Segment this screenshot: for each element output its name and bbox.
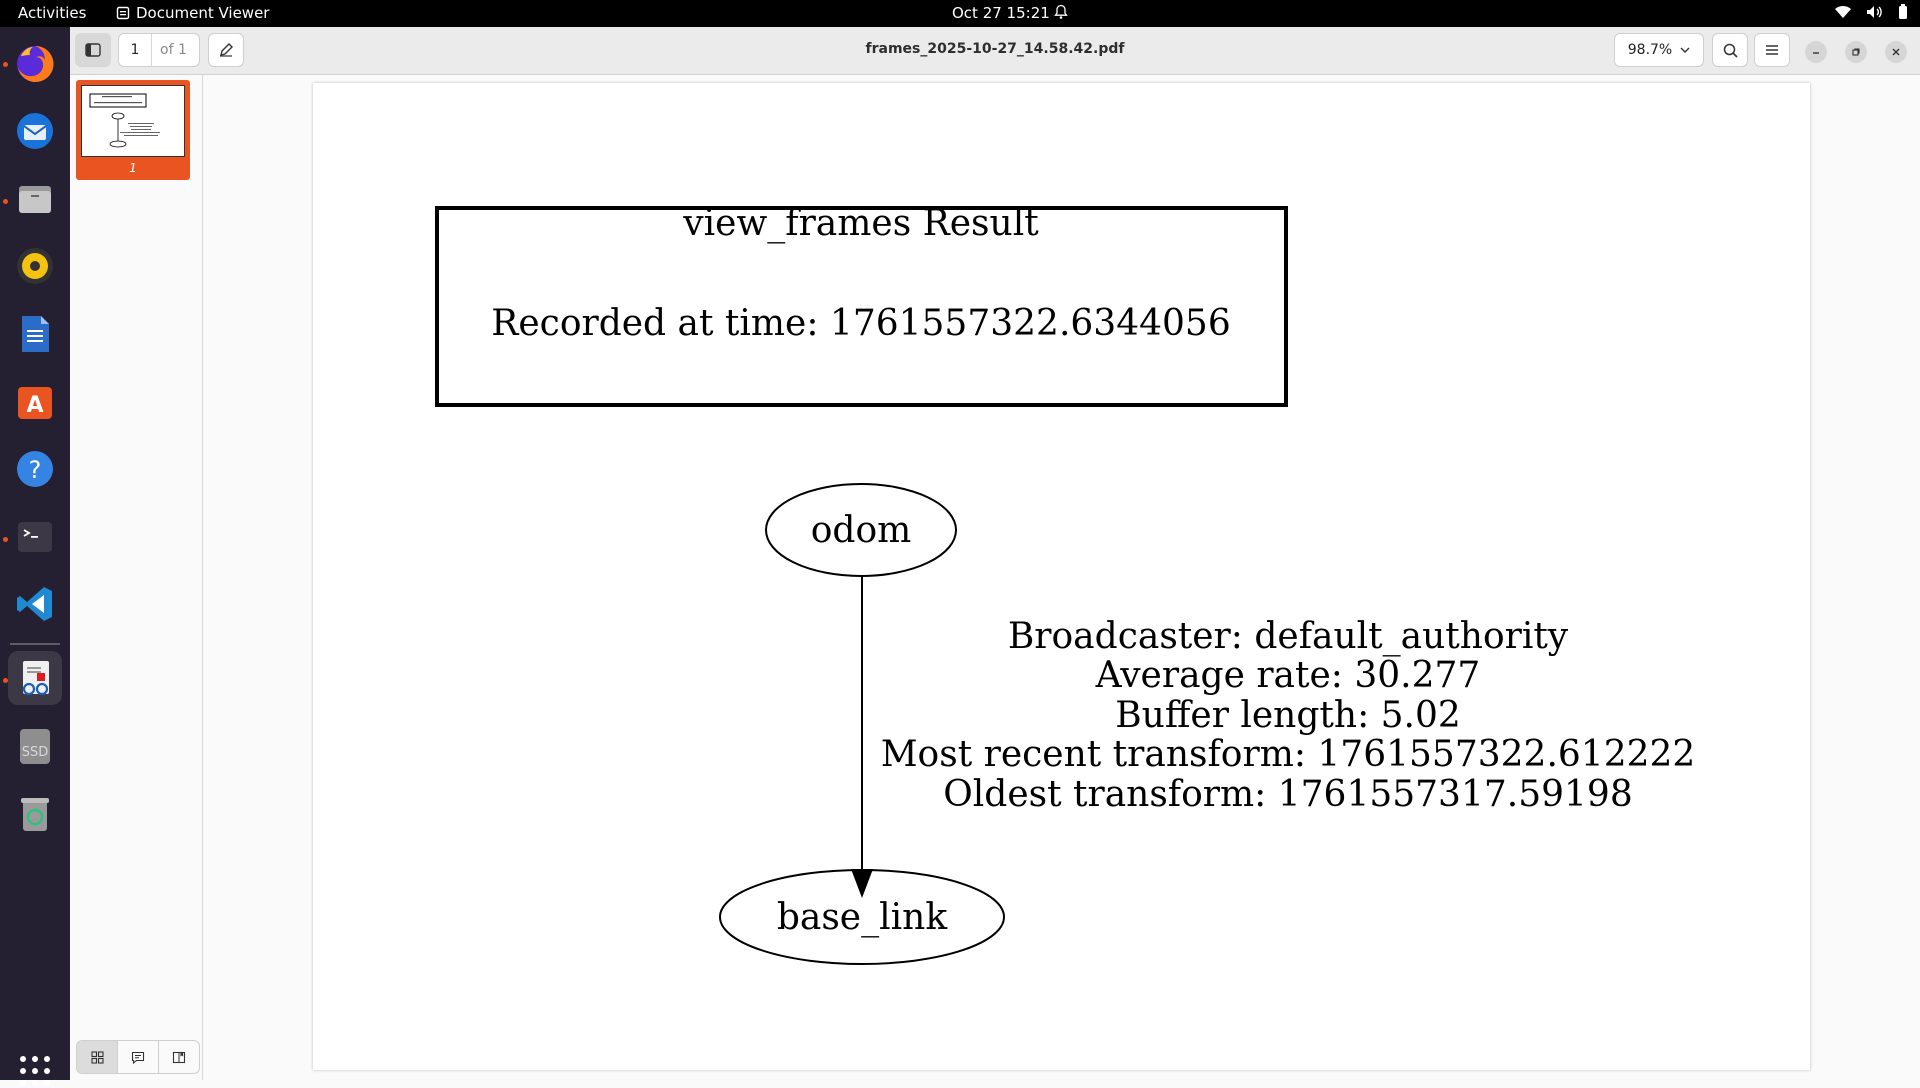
tab-thumbnails[interactable]: [77, 1041, 118, 1073]
search-icon: [1723, 43, 1738, 58]
document-viewer-icon: [116, 6, 130, 20]
node-base-link-label: base_link: [777, 897, 949, 938]
sidebar-view-tabs: [76, 1040, 200, 1074]
firefox-icon[interactable]: [8, 37, 62, 91]
battery-icon: [1899, 4, 1907, 19]
grid-icon: [90, 1050, 104, 1064]
restore-icon: [1852, 48, 1860, 56]
annotate-button[interactable]: [208, 33, 244, 67]
svg-text:A: A: [26, 393, 43, 418]
node-base-link: [719, 869, 1005, 965]
help-icon[interactable]: ?: [8, 442, 62, 496]
ssd-label: SSD: [22, 745, 49, 760]
maximize-button[interactable]: [1845, 41, 1867, 63]
pdf-page: view_frames Result Recorded at time: 176…: [313, 83, 1810, 1070]
page-thumbnail[interactable]: 1: [76, 80, 190, 180]
tab-annotations[interactable]: [118, 1041, 159, 1073]
dock: A ? SSD: [0, 27, 70, 1086]
search-button[interactable]: [1712, 33, 1748, 67]
terminal-icon[interactable]: [8, 510, 62, 564]
close-icon: [1892, 48, 1900, 56]
running-indicator: [3, 199, 8, 204]
main-menu-button[interactable]: [1754, 33, 1790, 67]
show-apps-icon[interactable]: [18, 1054, 52, 1088]
thumbnail-sidebar: 1: [70, 75, 203, 1080]
node-odom-label: odom: [811, 510, 912, 551]
edge-label-oldest: Oldest transform: 1761557317.59198: [943, 774, 1632, 815]
libreoffice-writer-icon[interactable]: [8, 307, 62, 361]
wifi-icon: [1835, 5, 1851, 18]
files-icon[interactable]: [8, 172, 62, 226]
thumbnail-preview: [81, 85, 185, 157]
edge-arrowhead: [851, 869, 873, 898]
trash-icon[interactable]: [8, 787, 62, 841]
activities-button[interactable]: Activities: [18, 4, 87, 22]
svg-text:?: ?: [29, 456, 42, 484]
minimize-icon: [1813, 52, 1819, 54]
clock[interactable]: Oct 27 15:21: [952, 4, 1050, 22]
edge-label-buffer-length: Buffer length: 5.02: [1115, 695, 1461, 736]
page-total: of 1: [160, 42, 187, 58]
dock-separator: [10, 643, 60, 645]
zoom-dropdown[interactable]: 98.7%: [1614, 33, 1704, 67]
thunderbird-icon[interactable]: [8, 104, 62, 158]
edge-label-average-rate: Average rate: 30.277: [1095, 655, 1481, 696]
running-indicator: [3, 678, 8, 683]
close-button[interactable]: [1885, 41, 1907, 63]
comment-icon: [131, 1051, 145, 1064]
edge-label-most-recent: Most recent transform: 1761557322.612222: [881, 734, 1696, 775]
result-title: view_frames Result: [682, 203, 1039, 244]
volume-icon: [1867, 6, 1882, 18]
edge-label-broadcaster: Broadcaster: default_authority: [1008, 616, 1569, 657]
document-title: frames_2025-10-27_14.58.42.pdf: [865, 41, 1125, 57]
document-viewer-app-icon[interactable]: [8, 651, 62, 705]
system-tray[interactable]: [1834, 4, 1908, 20]
header-bar: 1 of 1 frames_2025-10-27_14.58.42.pdf 98…: [70, 27, 1920, 75]
hamburger-menu-icon: [1766, 45, 1778, 55]
page-selector[interactable]: 1 of 1: [118, 33, 200, 67]
app-menu-label: Document Viewer: [136, 4, 270, 22]
page-number-input[interactable]: 1: [119, 34, 152, 66]
minimize-button[interactable]: [1805, 41, 1827, 63]
notification-bell-icon[interactable]: [1054, 4, 1068, 20]
bookmark-book-icon: [172, 1051, 186, 1063]
app-center-icon[interactable]: A: [8, 374, 62, 428]
sidebar-toggle-button[interactable]: [75, 33, 111, 67]
thumbnail-page-number: 1: [129, 161, 137, 175]
rhythmbox-icon[interactable]: [8, 239, 62, 293]
ssd-drive-icon[interactable]: SSD: [8, 719, 62, 773]
running-indicator: [3, 537, 8, 542]
tab-bookmarks[interactable]: [159, 1041, 199, 1073]
vscode-icon[interactable]: [8, 577, 62, 631]
top-bar: Activities Document Viewer Oct 27 15:21: [0, 0, 1920, 27]
sidebar-icon: [85, 43, 101, 57]
zoom-level: 98.7%: [1627, 42, 1673, 58]
chevron-down-icon: [1680, 47, 1690, 53]
pencil-icon: [220, 43, 233, 57]
recorded-time: Recorded at time: 1761557322.6344056: [491, 303, 1230, 344]
document-view[interactable]: view_frames Result Recorded at time: 176…: [203, 75, 1920, 1080]
tf-frames-graph: view_frames Result Recorded at time: 176…: [435, 203, 1696, 965]
running-indicator: [3, 62, 8, 67]
result-box: [435, 206, 1288, 407]
app-menu[interactable]: Document Viewer: [116, 4, 269, 22]
